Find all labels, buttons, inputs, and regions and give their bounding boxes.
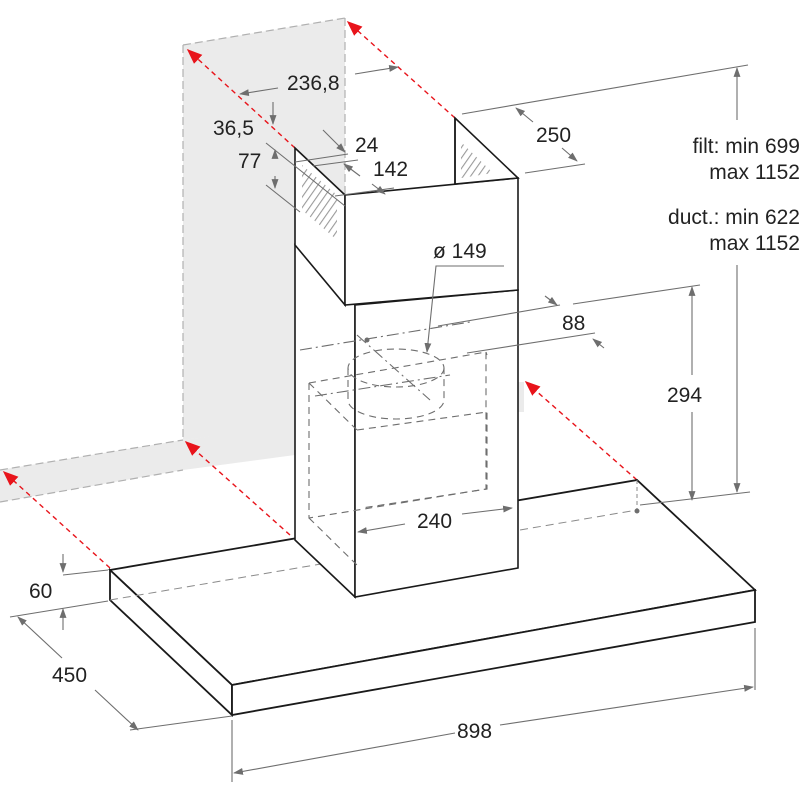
filter-min-label: min (725, 135, 760, 158)
dim-vent-height: 77 (238, 150, 261, 173)
dim-chimney-bottom-width: 240 (417, 510, 452, 533)
duct-label: duct.: (668, 206, 720, 229)
filter-label: filt: (692, 135, 720, 158)
dim-outlet-diameter: ø 149 (433, 240, 487, 263)
dimension-lines (9, 64, 756, 782)
mounting-axis-lines (2, 20, 638, 569)
dim-vent-width: 142 (373, 158, 408, 181)
duct-max-value: 1152 (754, 232, 800, 255)
dim-outlet-offset: 88 (562, 312, 585, 335)
filter-min-value: 699 (764, 135, 800, 158)
height-note-duct: duct.: min 622 max 1152 (600, 205, 800, 257)
lower-chimney (294, 243, 519, 599)
filter-max-value: 1152 (754, 161, 800, 184)
duct-min-label: min (725, 206, 760, 229)
vent-grille-left (302, 165, 337, 240)
ceiling-strip (0, 425, 295, 503)
dim-hood-depth: 450 (52, 664, 87, 687)
filter-max-label: max (709, 161, 749, 184)
dim-vent-offset: 24 (355, 134, 379, 157)
wall-edge-right (518, 382, 524, 412)
height-note-filter: filt: min 699 max 1152 (600, 134, 800, 186)
duct-min-value: 622 (764, 206, 800, 229)
dim-lower-height: 294 (667, 384, 702, 407)
dim-hood-thickness: 60 (29, 580, 52, 603)
dim-chimney-depth: 250 (536, 124, 571, 147)
vent-grille-right (461, 142, 493, 178)
dim-hood-width: 898 (457, 720, 492, 743)
duct-max-label: max (709, 232, 749, 255)
dim-chimney-top-width: 236,8 (287, 72, 340, 95)
dim-bracket-offset: 36,5 (213, 117, 254, 140)
hidden-motor (299, 321, 488, 566)
